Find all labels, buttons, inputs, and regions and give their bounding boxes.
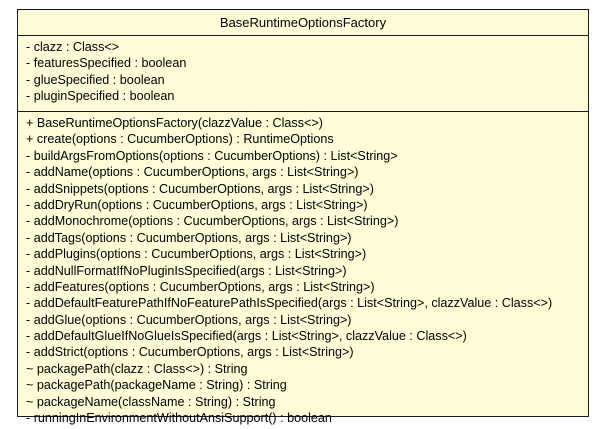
method-row: - addNullFormatIfNoPluginIsSpecified(arg…	[26, 263, 347, 278]
method-row: + BaseRuntimeOptionsFactory(clazzValue :…	[26, 116, 323, 130]
method-row: - addDefaultGlueIfNoGlueIsSpecified(args…	[26, 329, 467, 344]
field-row: - pluginSpecified : boolean	[26, 89, 175, 104]
method-row: - addName(options : CucumberOptions, arg…	[26, 165, 359, 180]
fields-compartment: - clazz : Class<> - featuresSpecified : …	[18, 36, 588, 112]
method-row: - addDefaultFeaturePathIfNoFeaturePathIs…	[26, 296, 553, 311]
methods-compartment: + BaseRuntimeOptionsFactory(clazzValue :…	[18, 112, 588, 426]
method-row: - addFeatures(options : CucumberOptions,…	[26, 279, 375, 294]
field-row: - clazz : Class<>	[26, 40, 120, 54]
method-row: - addPlugins(options : CucumberOptions, …	[26, 247, 367, 262]
uml-class-box: BaseRuntimeOptionsFactory - clazz : Clas…	[17, 9, 589, 425]
method-row: - addSnippets(options : CucumberOptions,…	[26, 181, 374, 196]
field-row: - glueSpecified : boolean	[26, 72, 165, 87]
method-row: ~ packagePath(clazz : Class<>) : String	[26, 361, 248, 376]
method-row: - addStrict(options : CucumberOptions, a…	[26, 345, 354, 360]
method-row: + create(options : CucumberOptions) : Ru…	[26, 132, 334, 147]
method-row: - runningInEnvironmentWithoutAnsiSupport…	[26, 411, 332, 426]
method-row: ~ packagePath(packageName : String) : St…	[26, 378, 287, 393]
class-name: BaseRuntimeOptionsFactory	[18, 10, 588, 36]
method-row: - addGlue(options : CucumberOptions, arg…	[26, 312, 352, 327]
method-row: - buildArgsFromOptions(options : Cucumbe…	[26, 148, 398, 163]
method-row: - addTags(options : CucumberOptions, arg…	[26, 230, 352, 245]
method-row: ~ packageName(className : String) : Stri…	[26, 394, 276, 409]
method-row: - addDryRun(options : CucumberOptions, a…	[26, 197, 368, 212]
method-row: - addMonochrome(options : CucumberOption…	[26, 214, 399, 229]
field-row: - featuresSpecified : boolean	[26, 56, 187, 71]
